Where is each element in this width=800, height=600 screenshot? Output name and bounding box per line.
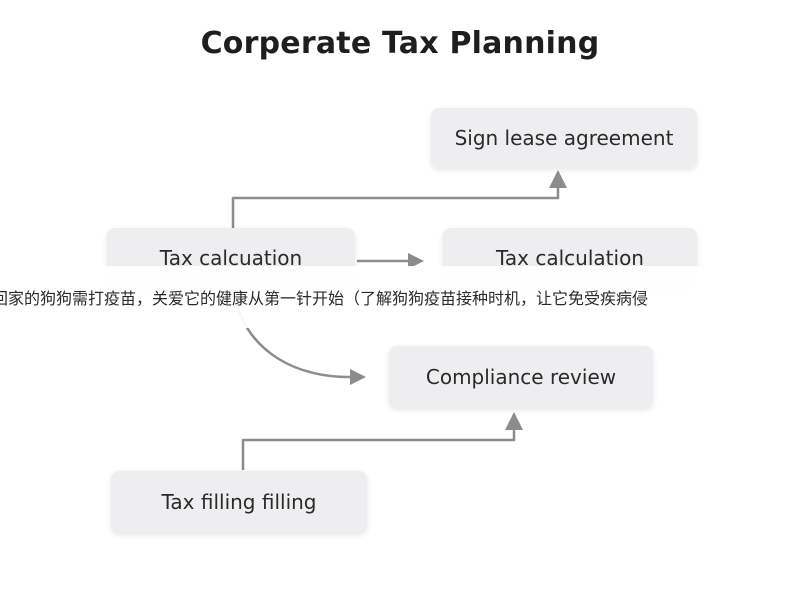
arrowhead-compliance-bottom (505, 412, 523, 430)
overlay-banner-text: 回家的狗狗需打疫苗，关爱它的健康从第一针开始（了解狗狗疫苗接种时机，让它免受疾病… (0, 289, 649, 308)
node-label: Sign lease agreement (454, 126, 674, 150)
arrowhead-sign (549, 170, 567, 188)
overlay-banner[interactable]: 回家的狗狗需打疫苗，关爱它的健康从第一针开始（了解狗狗疫苗接种时机，让它免受疾病… (0, 266, 800, 328)
arrow-calc-to-sign (231, 178, 560, 228)
node-sign-lease-agreement: Sign lease agreement (431, 108, 697, 168)
node-label: Tax filling filling (161, 490, 317, 514)
node-compliance-review: Compliance review (389, 346, 653, 408)
arrow-filling-to-compliance (241, 422, 516, 470)
arrowhead-compliance (350, 369, 366, 385)
node-tax-filling: Tax filling filling (111, 471, 367, 533)
node-label: Compliance review (425, 365, 617, 389)
diagram-title: Corperate Tax Planning (200, 26, 600, 61)
